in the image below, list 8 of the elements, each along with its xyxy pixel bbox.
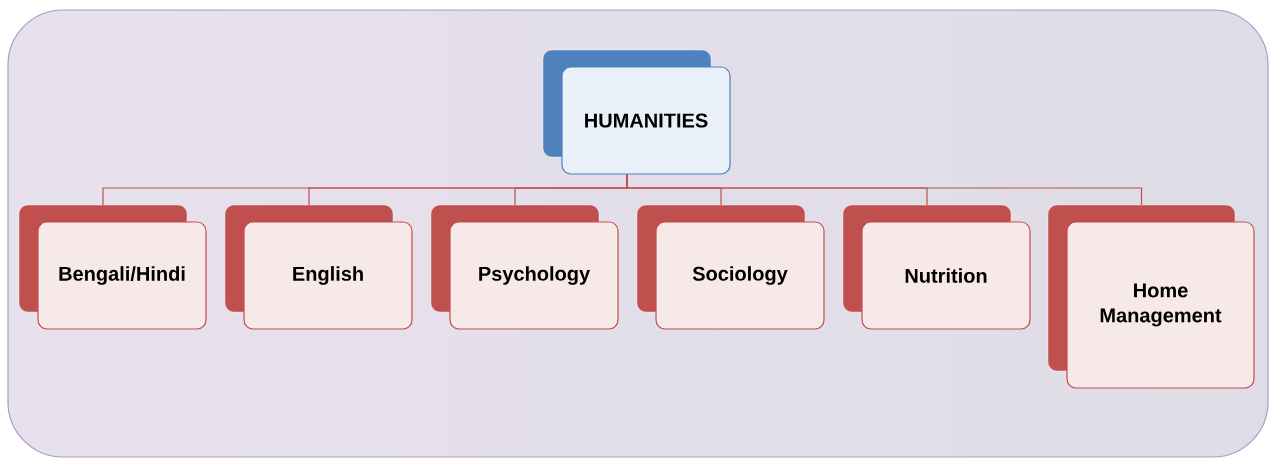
subject-box: Sociology — [636, 204, 825, 330]
heading-box: HUMANITIES — [542, 49, 731, 175]
subject-box: Bengali/Hindi — [18, 204, 207, 330]
subject-box: Nutrition — [842, 204, 1031, 330]
subject-box: Psychology — [430, 204, 619, 330]
subject-box: Home Management — [1047, 204, 1255, 389]
connector-line — [626, 174, 1143, 206]
subject-box: English — [224, 204, 413, 330]
